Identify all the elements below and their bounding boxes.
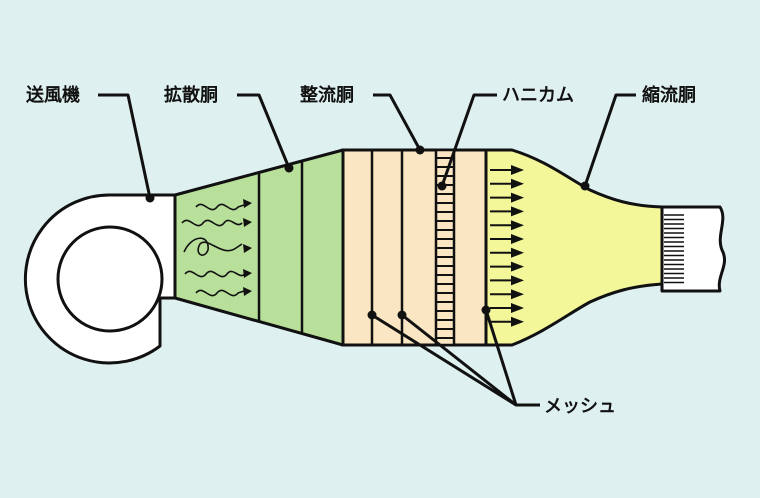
smooth-flow-arrow-4 <box>490 206 524 217</box>
turbulent-arrow-1 <box>195 203 245 211</box>
diffuser-section <box>173 148 345 347</box>
settling-chamber <box>341 148 488 347</box>
outlet-flow-lines <box>664 214 684 284</box>
contraction-section <box>484 148 664 347</box>
blower <box>23 193 177 365</box>
leader-mesh-3 <box>484 309 518 406</box>
settling-body <box>341 148 488 347</box>
leader-dot-diffuser <box>284 163 294 173</box>
leader-dot-blower <box>145 193 155 203</box>
outlet-section <box>660 205 726 293</box>
smooth-flow-arrow-2 <box>490 178 524 189</box>
turbulent-arrowhead-1 <box>243 199 252 208</box>
smooth-flow-arrow-1 <box>490 165 524 175</box>
smooth-flow-arrow-10 <box>490 289 524 300</box>
turbulent-arrow-2 <box>181 219 243 227</box>
turbulent-arrowhead-3 <box>243 244 252 253</box>
label-diffuser: 拡散胴 <box>164 84 218 106</box>
leader-diffuser <box>237 93 291 169</box>
turbulent-arrow-3 <box>183 237 243 256</box>
leader-blower <box>98 93 152 199</box>
blower-impeller <box>56 225 164 333</box>
leader-mesh-2 <box>401 313 517 407</box>
smooth-flow-arrows <box>490 165 524 327</box>
turbulent-arrowheads <box>243 199 252 296</box>
label-honeycomb: ハニカム <box>502 85 574 106</box>
label-blower: 送風機 <box>25 84 80 106</box>
leader-dot-honeycomb <box>437 181 447 191</box>
smooth-flow-arrow-7 <box>490 247 524 258</box>
leader-contraction <box>583 93 636 187</box>
turbulent-arrow-4 <box>184 270 246 278</box>
leader-dots <box>145 145 590 320</box>
turbulent-arrowhead-5 <box>243 287 252 296</box>
turbulent-arrow-5 <box>195 289 245 297</box>
label-settling: 整流胴 <box>299 84 354 106</box>
label-mesh: メッシュ <box>544 396 616 417</box>
smooth-flow-arrow-8 <box>490 261 524 272</box>
leader-dot-mesh-2 <box>397 310 407 320</box>
smooth-flow-arrow-12 <box>490 316 524 327</box>
turbulent-arrowhead-4 <box>243 269 252 278</box>
leader-lines <box>98 93 636 407</box>
smooth-flow-arrow-3 <box>490 192 524 203</box>
turbulent-arrowhead-2 <box>243 218 252 227</box>
leader-dot-settling <box>415 145 425 155</box>
smooth-flow-arrow-5 <box>490 220 524 231</box>
leader-honeycomb <box>440 93 497 187</box>
smooth-flow-arrow-11 <box>490 303 524 313</box>
smooth-flow-arrow-9 <box>490 275 524 286</box>
leader-settling <box>373 93 422 151</box>
turbulent-flow-arrows <box>181 203 246 297</box>
contraction-body <box>484 148 664 347</box>
leader-dot-mesh-1 <box>367 310 377 320</box>
label-contraction: 縮流胴 <box>642 84 696 106</box>
smooth-flow-arrow-6 <box>490 234 524 244</box>
honeycomb-grid <box>434 148 456 347</box>
leader-dot-mesh-3 <box>481 305 491 315</box>
leader-dot-contraction <box>580 181 590 191</box>
